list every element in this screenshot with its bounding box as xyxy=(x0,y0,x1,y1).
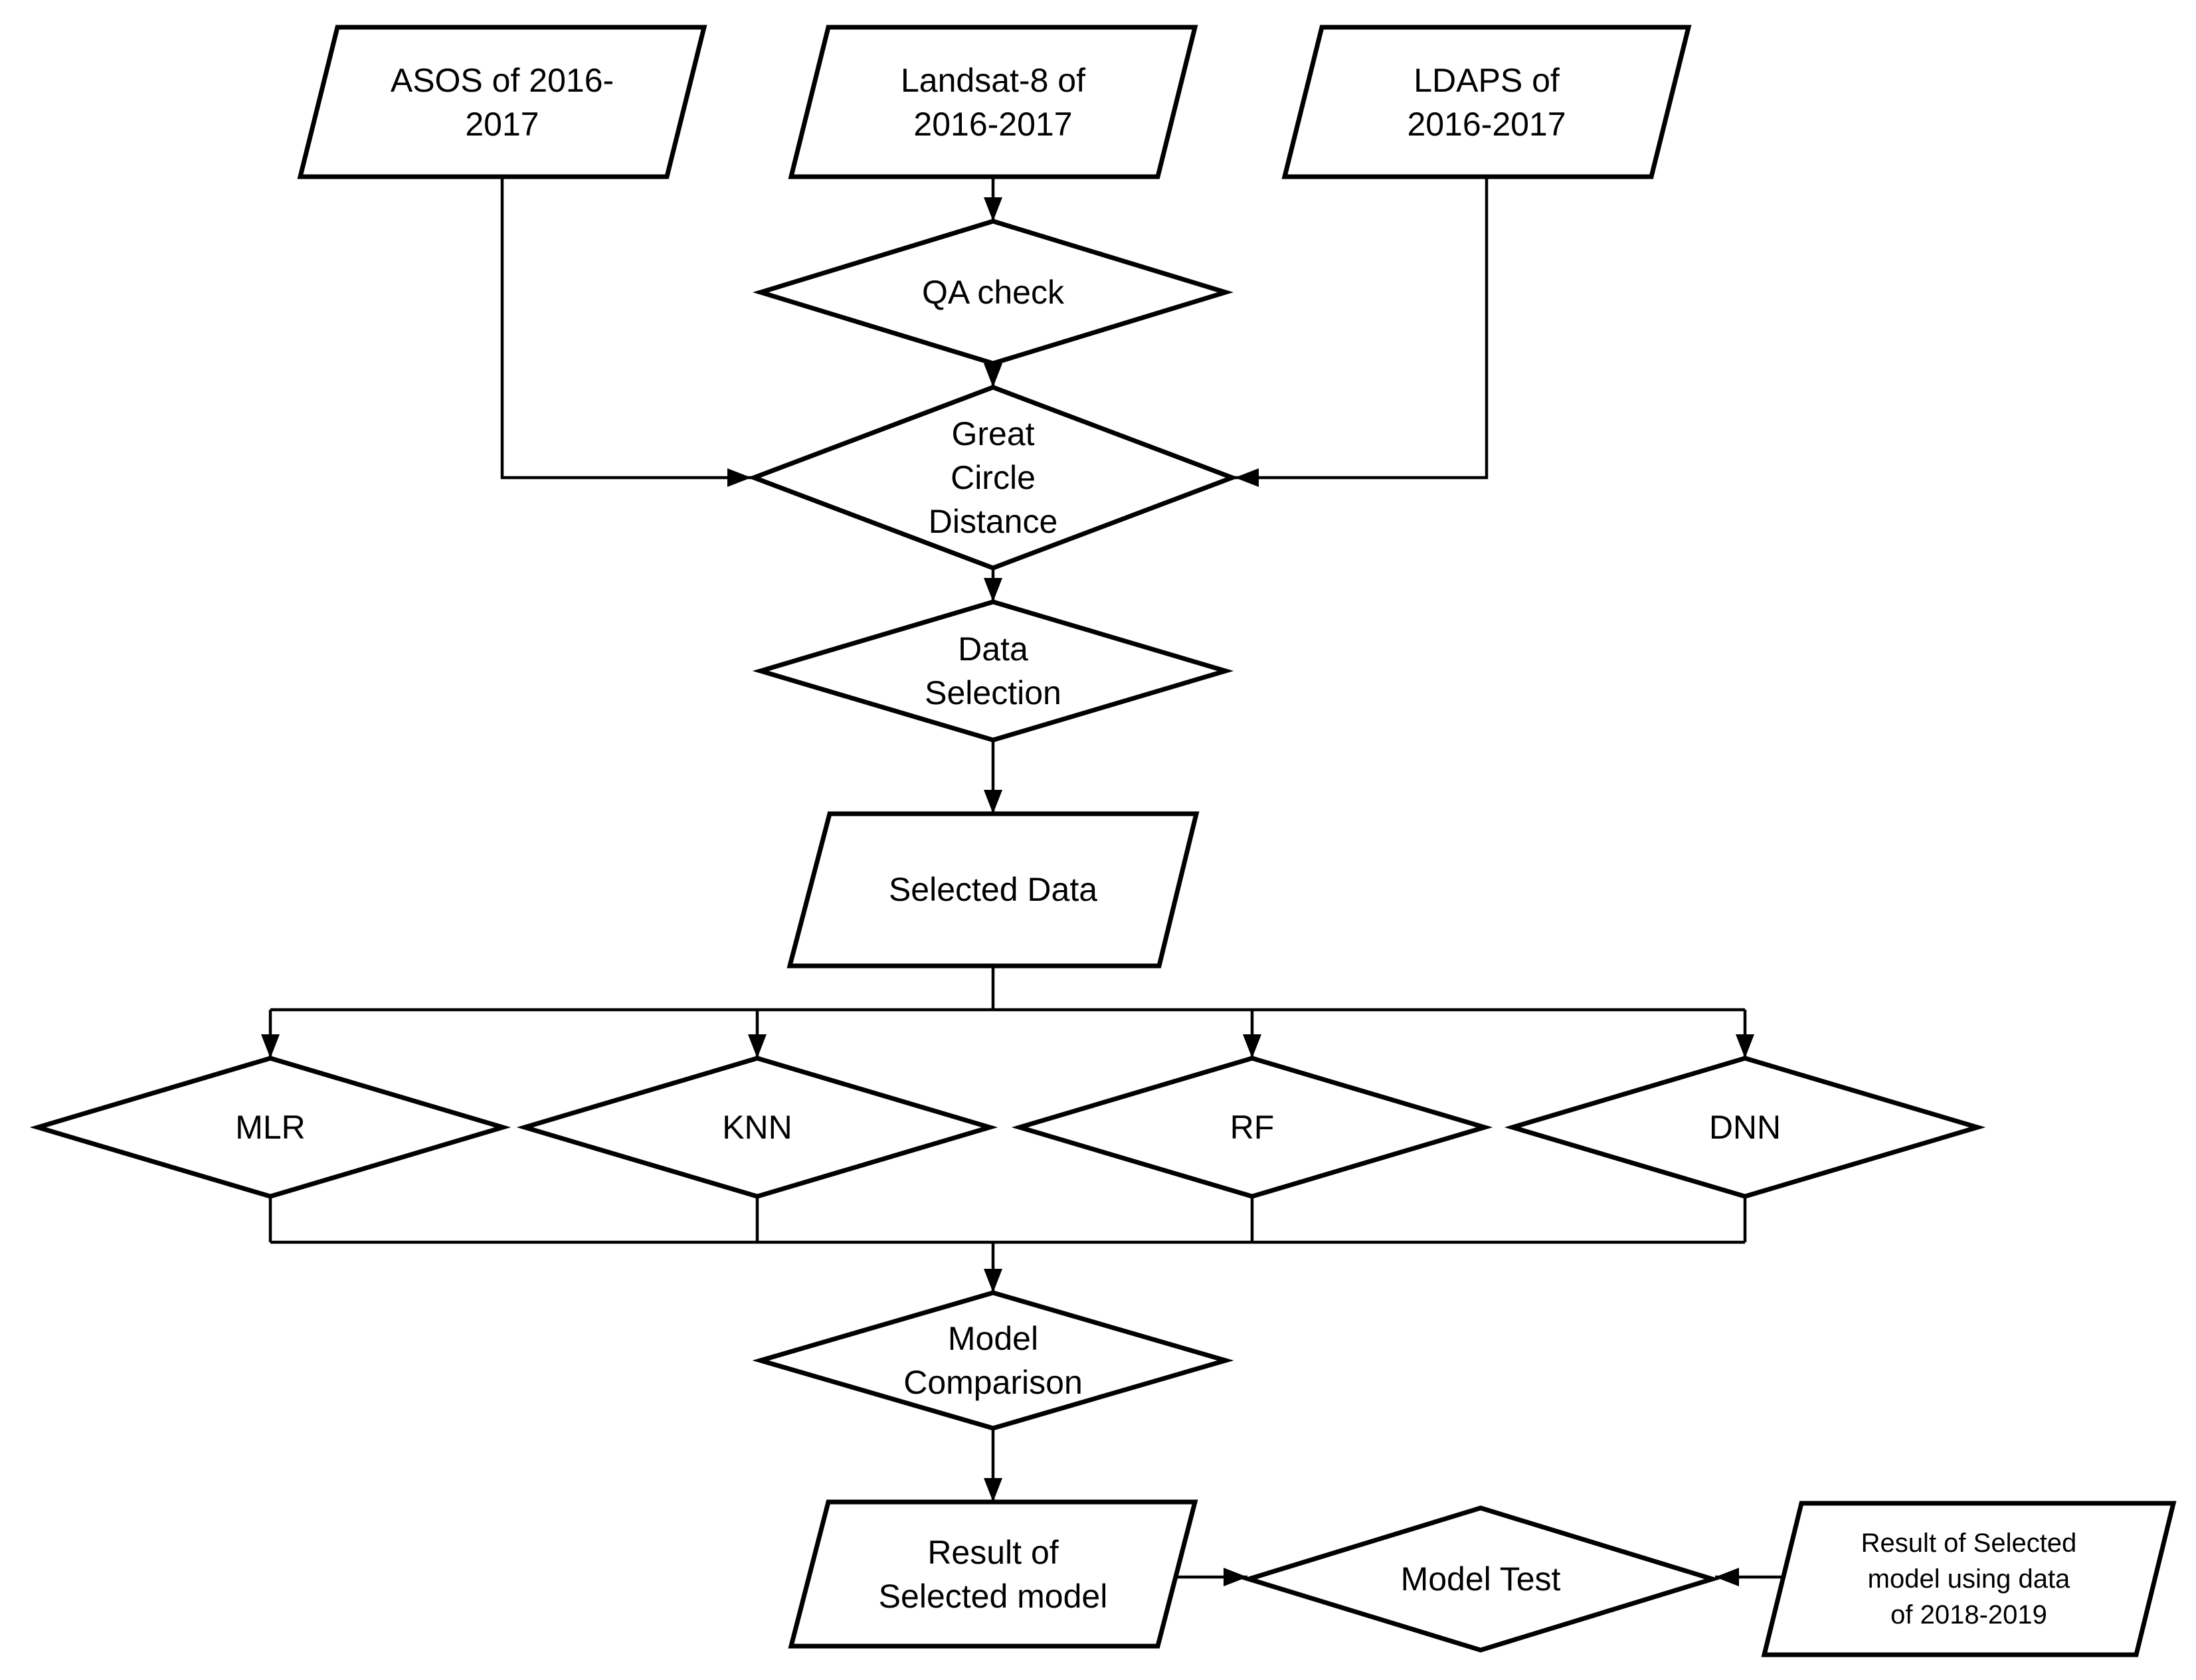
selected-data-parallelogram xyxy=(786,811,1200,969)
dnn-diamond xyxy=(1504,1056,1986,1199)
asos-parallelogram xyxy=(297,25,707,179)
qa-check-diamond xyxy=(753,219,1234,366)
connector-asos-to-great-circle xyxy=(500,177,751,487)
result-selected-model-parallelogram xyxy=(788,1499,1198,1649)
model-test-diamond xyxy=(1241,1505,1720,1653)
mlr-diamond xyxy=(29,1056,511,1199)
rf-diamond xyxy=(1011,1056,1493,1199)
data-selection-diamond xyxy=(752,599,1234,743)
landsat-parallelogram xyxy=(788,25,1198,179)
knn-diamond xyxy=(516,1056,998,1199)
connector-ldaps-to-great-circle xyxy=(1235,177,1489,487)
ldaps-parallelogram xyxy=(1281,25,1692,179)
model-comparison-diamond xyxy=(752,1290,1234,1431)
great-circle-distance-diamond xyxy=(747,385,1239,571)
result-2018-2019-parallelogram xyxy=(1761,1501,2177,1657)
